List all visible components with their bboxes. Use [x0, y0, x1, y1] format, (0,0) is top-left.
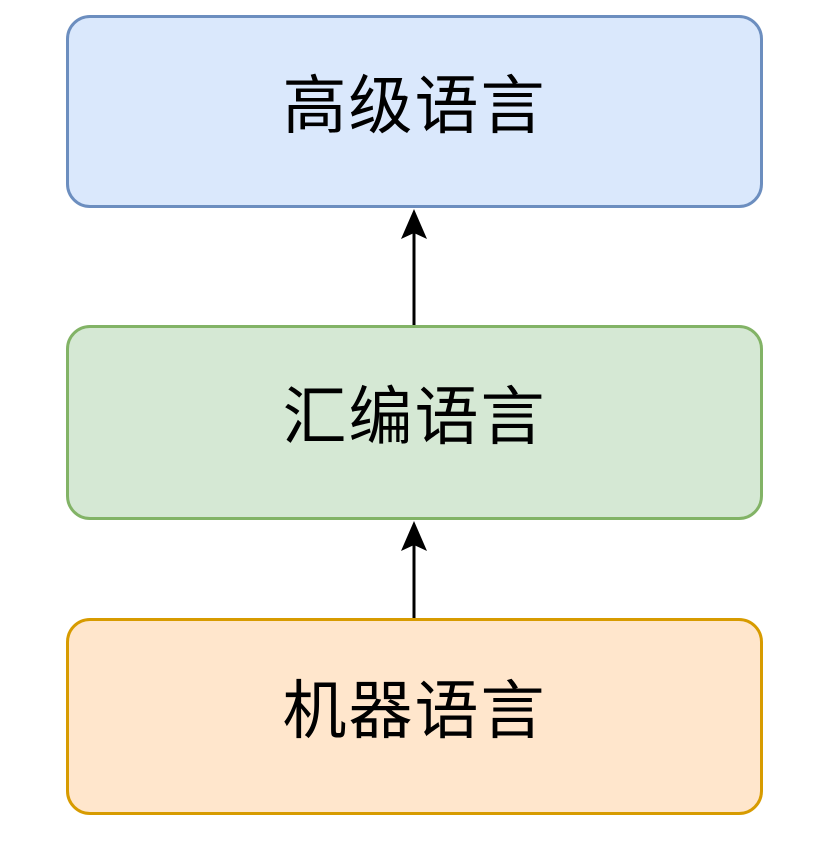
node-machine-language: 机器语言 — [66, 618, 763, 815]
node-machine-language-label: 机器语言 — [282, 674, 547, 747]
arrow-up-icon — [401, 521, 427, 618]
node-assembly-language-label: 汇编语言 — [282, 380, 547, 453]
arrow-up-icon — [401, 209, 427, 325]
node-high-level-language-label: 高级语言 — [282, 69, 547, 142]
node-assembly-language: 汇编语言 — [66, 325, 763, 520]
node-high-level-language: 高级语言 — [66, 15, 763, 208]
